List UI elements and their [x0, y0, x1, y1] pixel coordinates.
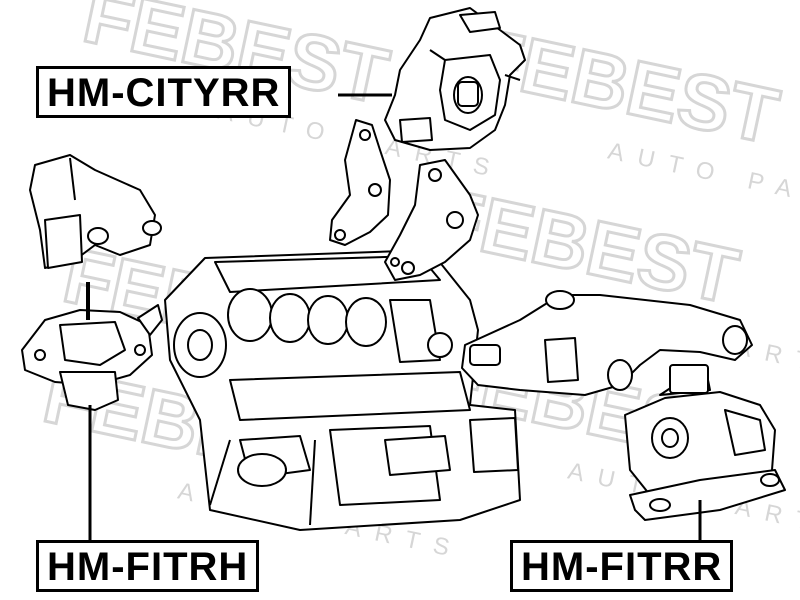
engine-block-drawing: [164, 249, 521, 531]
watermark-brand: FEBEST: [466, 11, 785, 161]
leader-lines: [88, 93, 702, 540]
part-label-cityrr: HM-CITYRR: [36, 66, 292, 118]
mount-cityrr-drawing: [384, 7, 526, 151]
mount-fitrh-drawing: [21, 282, 163, 411]
mount-fitrh-upper-drawing: [29, 154, 162, 269]
bracket-left-drawing: [329, 119, 391, 246]
mount-fitrr-drawing: [624, 364, 786, 521]
part-label-fitrh: HM-FITRH: [36, 540, 260, 592]
bracket-transmission-drawing: [461, 290, 753, 396]
part-label-fitrr: HM-FITRR: [510, 540, 734, 592]
bracket-right-drawing: [384, 159, 479, 281]
